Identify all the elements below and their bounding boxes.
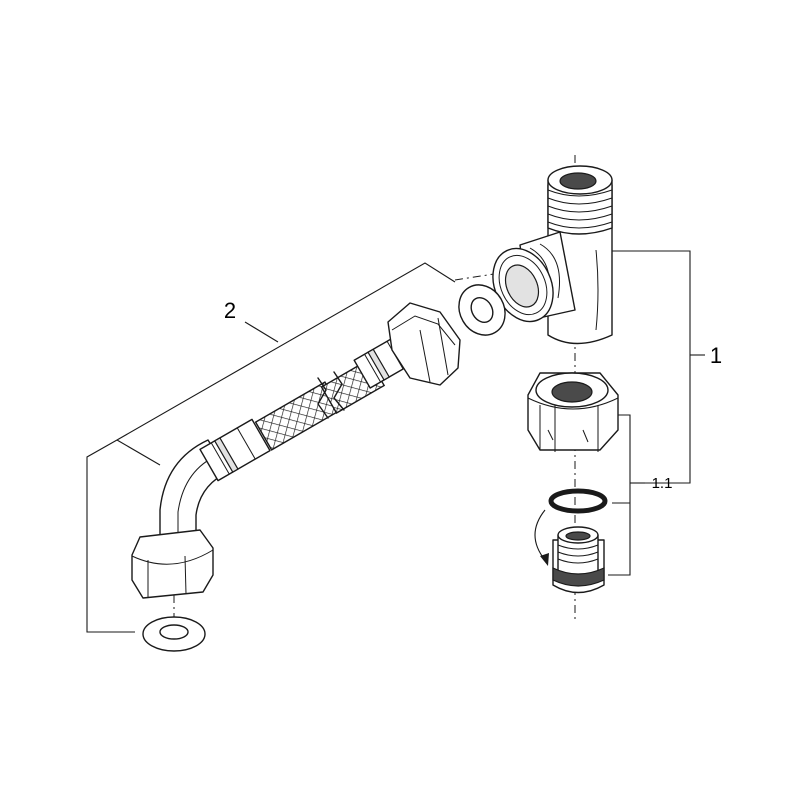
- label-2: 2: [224, 298, 236, 323]
- label-1: 1: [710, 343, 722, 368]
- o-ring: [548, 488, 608, 514]
- center-axis-lines: [173, 155, 576, 630]
- hex-nut: [527, 372, 619, 452]
- label-1-1: 1.1: [652, 475, 673, 492]
- compression-insert: [534, 509, 605, 594]
- hose-assembly: [131, 302, 461, 652]
- bracket-1: [612, 250, 705, 484]
- bracket-2: [86, 262, 456, 633]
- tee-washer: [458, 284, 506, 336]
- tee-fitting: [492, 165, 613, 345]
- bracket-1-1: [608, 414, 645, 576]
